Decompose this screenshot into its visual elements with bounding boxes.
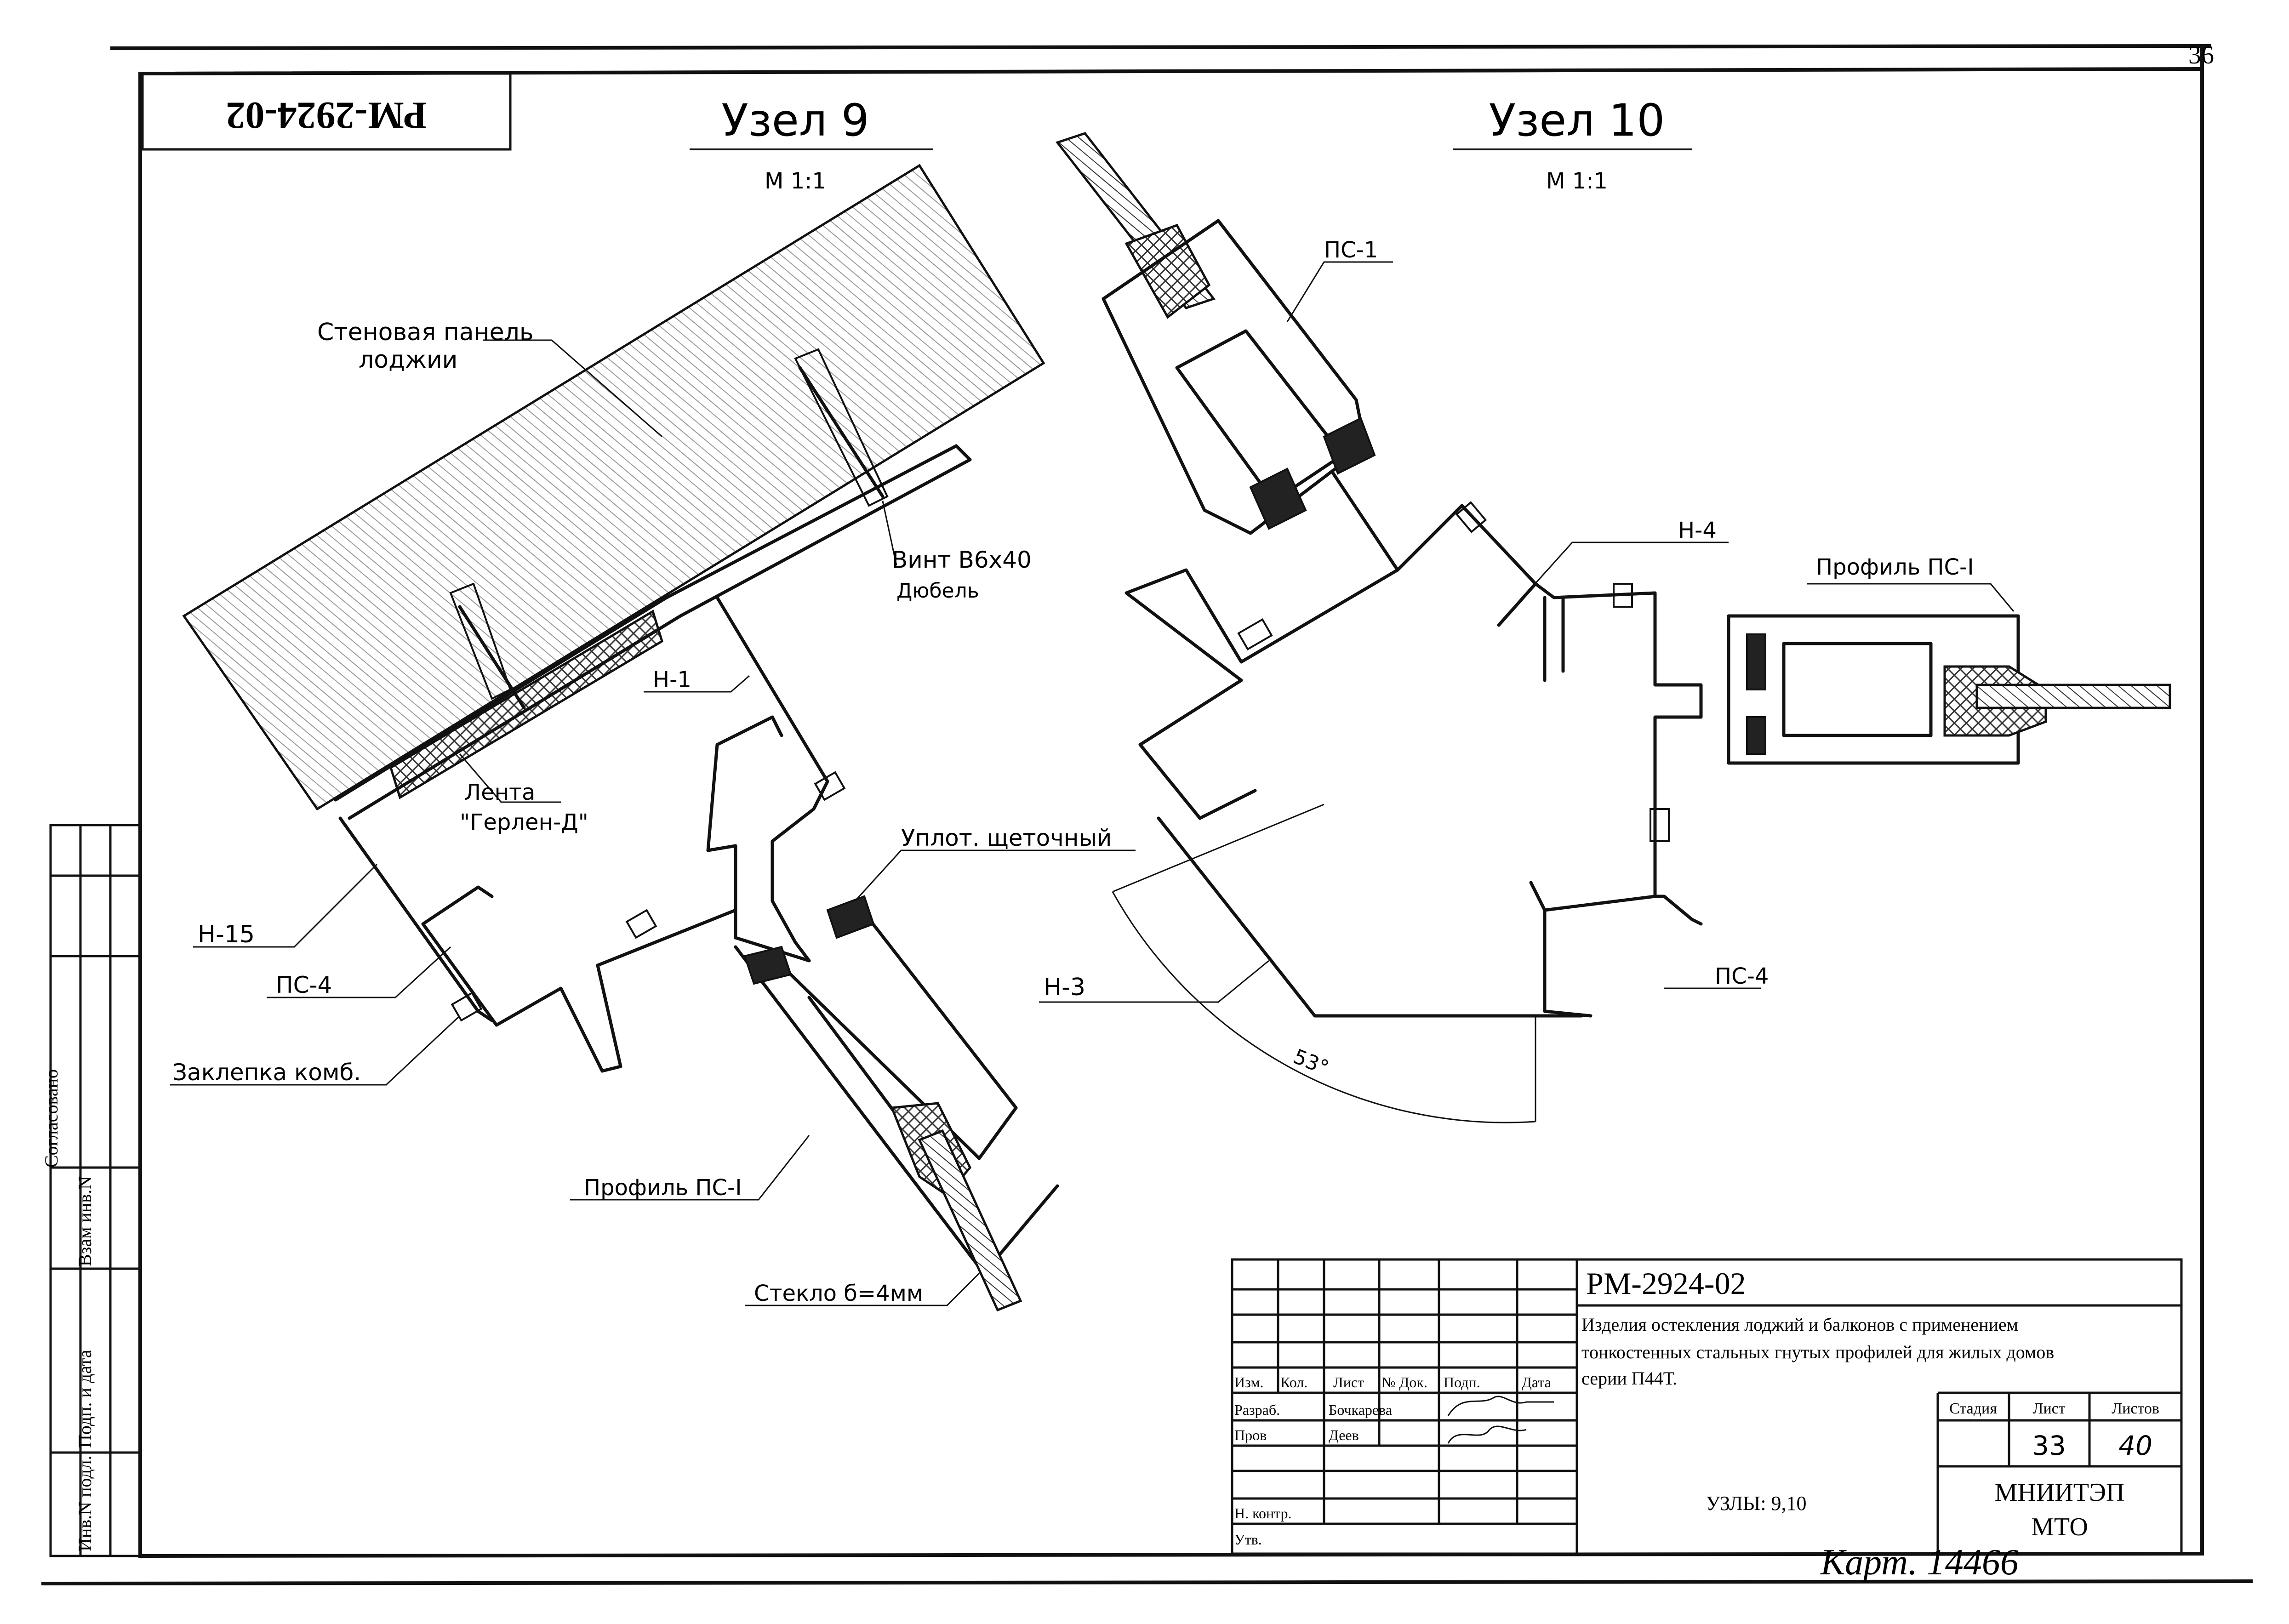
label-tape-1: Лента <box>464 780 535 805</box>
tb-col-doc: № Док. <box>1381 1374 1427 1390</box>
label-glass: Стекло б=4мм <box>754 1281 923 1306</box>
node9-labels: Стеновая панель лоджии Винт В6х40 Дюбель… <box>170 319 1136 1306</box>
tb-desc-2: тонкостенных стальных гнутых профилей дл… <box>1581 1342 2054 1362</box>
label-profile: Профиль ПС-I <box>584 1175 742 1201</box>
side-stamp: Согласовано Взам инв.N Подп. и дата Инв.… <box>41 824 142 1557</box>
label-brush-seal: Уплот. щеточный <box>901 825 1112 851</box>
label-n3: Н-3 <box>1044 974 1085 1001</box>
label-wall-panel-1: Стеновая панель <box>317 319 533 346</box>
tb-sheet-value: 33 <box>2032 1430 2066 1461</box>
side-agreed: Согласовано <box>41 1069 62 1168</box>
tb-sheet-label: Лист <box>2032 1400 2065 1417</box>
sheet-number: 36 <box>2188 41 2214 69</box>
node9-profiles <box>334 444 1059 1312</box>
tb-col-kol: Кол. <box>1280 1374 1307 1390</box>
tb-handwritten-note: Карт. 14466 <box>1820 1542 2019 1583</box>
doc-code-stamp: РМ-2924-02 <box>141 72 512 151</box>
node9-title: Узел 9 <box>721 95 869 146</box>
tb-name-developer: Бочкарева <box>1329 1402 1392 1418</box>
node10-title-group: Узел 10 М 1:1 <box>1453 95 1692 194</box>
tb-code: РМ-2924-02 <box>1586 1266 1746 1301</box>
label-profile10: Профиль ПС-I <box>1816 554 1974 580</box>
tb-col-sign: Подп. <box>1444 1374 1480 1390</box>
node10-profiles <box>1055 132 2171 1123</box>
label-ps1: ПС-1 <box>1324 237 1378 263</box>
node10-scale: М 1:1 <box>1546 168 1608 194</box>
side-inv-orig: Инв.N подл. <box>74 1455 95 1551</box>
tb-desc-3: серии П44Т. <box>1581 1368 1677 1389</box>
node9-wall-panel <box>182 164 1045 811</box>
doc-code-rotated: РМ-2924-02 <box>226 94 427 137</box>
label-n15: Н-15 <box>198 921 255 948</box>
label-ps4: ПС-4 <box>276 972 332 998</box>
label-tape-2: "Герлен-Д" <box>460 809 588 835</box>
side-swap-inv: Взам инв.N <box>74 1176 95 1266</box>
node9-title-group: Узел 9 М 1:1 <box>690 95 933 194</box>
tb-sheets-value: 40 <box>2118 1430 2152 1461</box>
tb-org-2: МТО <box>2031 1513 2088 1541</box>
tb-desc-1: Изделия остекления лоджий и балконов с п… <box>1581 1314 2018 1335</box>
tb-col-list: Лист <box>1333 1374 1364 1390</box>
label-wall-panel-2: лоджии <box>359 346 457 374</box>
tb-col-izm: Изм. <box>1234 1374 1264 1390</box>
label-n4: Н-4 <box>1678 518 1717 543</box>
side-sign-date: Подп. и дата <box>74 1350 95 1448</box>
node9-scale: М 1:1 <box>765 168 826 194</box>
tb-role-approve: Утв. <box>1234 1531 1262 1548</box>
label-n1: Н-1 <box>653 667 691 693</box>
node10-title: Узел 10 <box>1489 95 1665 146</box>
tb-org-1: МНИИТЭП <box>1995 1478 2125 1507</box>
label-screw-1: Винт В6х40 <box>892 547 1032 573</box>
label-angle: 53° <box>1290 1045 1332 1080</box>
tb-drawing-name: УЗЛЫ: 9,10 <box>1706 1492 1806 1515</box>
label-screw-2: Дюбель <box>896 579 979 603</box>
title-block: РМ-2924-02 Изделия остекления лоджий и б… <box>1231 1258 2183 1583</box>
label-rivet: Заклепка комб. <box>172 1059 361 1086</box>
tb-role-developer: Разраб. <box>1234 1402 1280 1418</box>
tb-role-norm: Н. контр. <box>1234 1505 1292 1521</box>
tb-name-checker: Деев <box>1329 1427 1359 1443</box>
label-ps4-10: ПС-4 <box>1715 963 1769 989</box>
tb-role-checker: Пров <box>1234 1427 1267 1443</box>
tb-col-date: Дата <box>1522 1374 1551 1390</box>
tb-stage-label: Стадия <box>1949 1400 1997 1417</box>
tb-sheets-label: Листов <box>2112 1400 2159 1417</box>
